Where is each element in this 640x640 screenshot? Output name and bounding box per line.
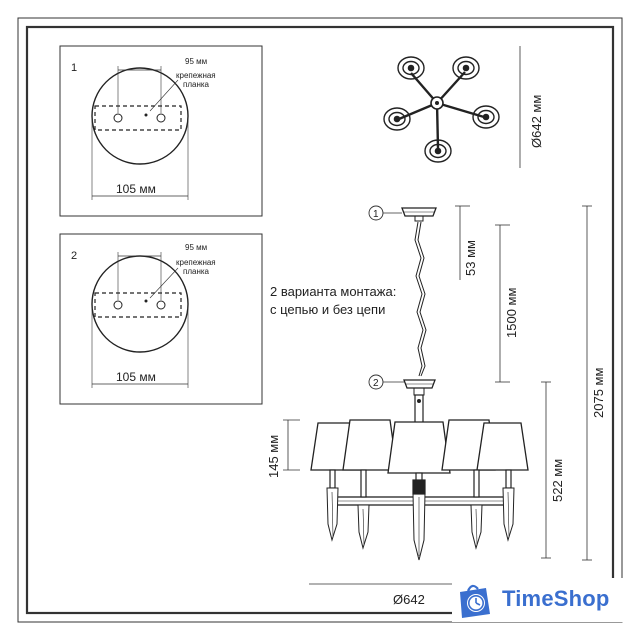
mount-panel-2: 2 95 мм крепежная планка 105 мм bbox=[59, 233, 263, 405]
width-label: 105 мм bbox=[116, 182, 156, 196]
timeshop-watermark: TimeShop bbox=[452, 578, 634, 622]
mounting-bar bbox=[94, 292, 182, 318]
top-view: Ø642 мм bbox=[383, 46, 544, 168]
screw-hole bbox=[156, 113, 166, 123]
top-diameter-label: Ø642 мм bbox=[529, 95, 544, 148]
dim-145: 145 мм bbox=[266, 435, 281, 478]
marker-1: 1 bbox=[368, 205, 402, 221]
inner-frame bbox=[25, 25, 615, 615]
cup bbox=[472, 105, 500, 129]
plate-label: крепежная bbox=[176, 258, 216, 267]
shade bbox=[387, 421, 451, 474]
ceiling-plate bbox=[91, 67, 189, 165]
shade bbox=[476, 422, 529, 471]
screw-hole bbox=[113, 113, 123, 123]
center-point bbox=[144, 299, 148, 303]
ceiling-plate bbox=[91, 255, 189, 353]
shades bbox=[310, 419, 529, 474]
arms bbox=[326, 469, 515, 561]
mounting-note: с цепью и без цепи bbox=[270, 302, 385, 317]
dim-522: 522 мм bbox=[550, 459, 565, 502]
marker-2: 2 bbox=[368, 374, 405, 390]
dim-642: Ø642 bbox=[393, 592, 425, 607]
cup bbox=[383, 107, 411, 131]
screw-hole bbox=[156, 300, 166, 310]
mounting-bar bbox=[94, 105, 182, 131]
marker-2-label: 2 bbox=[373, 378, 379, 389]
center-point bbox=[144, 113, 148, 117]
plate-label: планка bbox=[183, 80, 210, 89]
mounting-note: 2 варианта монтажа: bbox=[270, 284, 396, 299]
plate-label: крепежная bbox=[176, 71, 216, 80]
width-label: 105 мм bbox=[116, 370, 156, 384]
panel-number: 1 bbox=[71, 62, 77, 74]
panel-number: 2 bbox=[71, 250, 77, 262]
marker-1-label: 1 bbox=[373, 209, 379, 220]
dim-2075: 2075 мм bbox=[591, 368, 606, 418]
screw-hole bbox=[113, 300, 123, 310]
dim-1500: 1500 мм bbox=[504, 288, 519, 338]
clock-bag-icon bbox=[460, 584, 490, 618]
plate-label: планка bbox=[183, 267, 210, 276]
span-label: 95 мм bbox=[185, 243, 207, 252]
outer-frame bbox=[17, 17, 623, 623]
cup bbox=[397, 56, 425, 80]
watermark-text: TimeShop bbox=[502, 586, 610, 611]
cup bbox=[424, 139, 452, 163]
mount-panel-1: 1 95 мм крепежная планка 105 мм bbox=[59, 45, 263, 217]
cup bbox=[452, 56, 480, 80]
span-label: 95 мм bbox=[185, 57, 207, 66]
dimension-lines bbox=[283, 205, 592, 585]
dim-53: 53 мм bbox=[463, 240, 478, 276]
side-view bbox=[401, 207, 437, 426]
chain bbox=[414, 221, 427, 377]
